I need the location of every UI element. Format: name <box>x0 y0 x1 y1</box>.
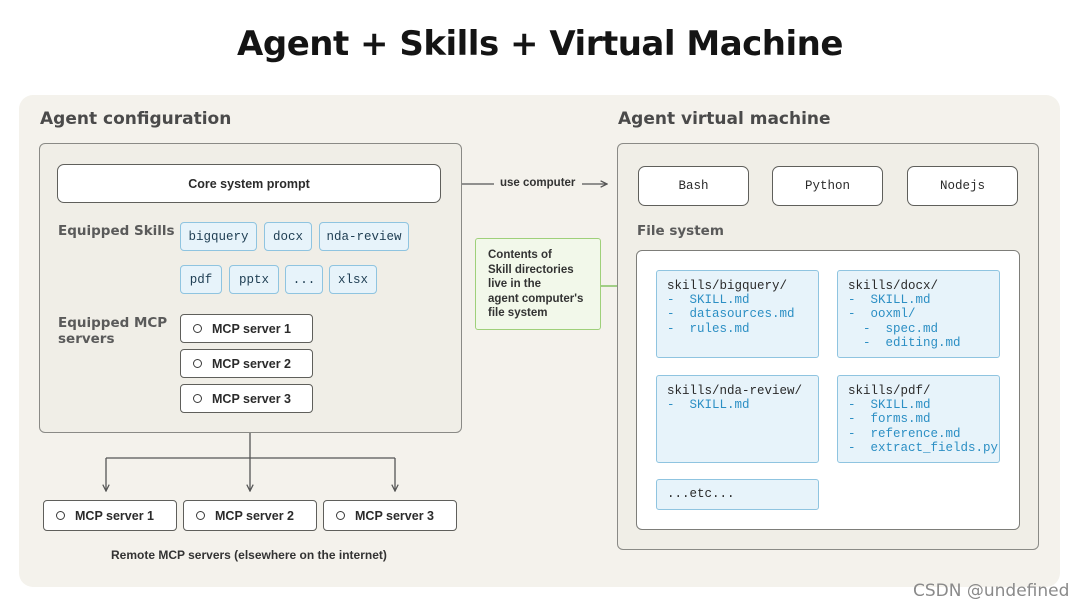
agent-config-label: Agent configuration <box>40 109 232 129</box>
server-circle-icon <box>56 511 65 520</box>
equipped-mcp-server-1: MCP server 1 <box>180 314 313 343</box>
core-system-prompt: Core system prompt <box>57 164 441 203</box>
vm-label: Agent virtual machine <box>618 109 831 129</box>
watermark: CSDN @undefined <box>913 581 1070 601</box>
dir-bigquery: skills/bigquery/ - SKILL.md - datasource… <box>656 270 819 358</box>
remote-mcp-server-2: MCP server 2 <box>183 500 317 531</box>
server-circle-icon <box>193 324 202 333</box>
skill-tag-docx: docx <box>264 222 312 251</box>
runtime-python: Python <box>772 166 883 206</box>
server-circle-icon <box>336 511 345 520</box>
skill-contents-note: Contents of Skill directories live in th… <box>475 238 601 330</box>
runtime-bash: Bash <box>638 166 749 206</box>
skill-tag-bigquery: bigquery <box>180 222 257 251</box>
equipped-skills-label: Equipped Skills <box>58 223 175 239</box>
remote-mcp-server-3: MCP server 3 <box>323 500 457 531</box>
skill-tag-pdf: pdf <box>180 265 222 294</box>
diagram-title: Agent + Skills + Virtual Machine <box>237 24 843 64</box>
dir-docx: skills/docx/ - SKILL.md - ooxml/ - spec.… <box>837 270 1000 358</box>
use-computer-label: use computer <box>500 177 576 189</box>
equipped-mcp-server-3: MCP server 3 <box>180 384 313 413</box>
skill-tag-xlsx: xlsx <box>329 265 377 294</box>
dir-etc: ...etc... <box>656 479 819 510</box>
runtime-nodejs: Nodejs <box>907 166 1018 206</box>
equipped-mcp-label: Equipped MCP servers <box>58 315 168 347</box>
server-circle-icon <box>196 511 205 520</box>
file-system-label: File system <box>637 223 724 239</box>
equipped-mcp-server-2: MCP server 2 <box>180 349 313 378</box>
dir-nda-review: skills/nda-review/ - SKILL.md <box>656 375 819 463</box>
remote-mcp-server-1: MCP server 1 <box>43 500 177 531</box>
skill-tag-ellipsis: ... <box>285 265 323 294</box>
server-circle-icon <box>193 394 202 403</box>
dir-pdf: skills/pdf/ - SKILL.md - forms.md - refe… <box>837 375 1000 463</box>
skill-tag-nda-review: nda-review <box>319 222 409 251</box>
skill-tag-pptx: pptx <box>229 265 279 294</box>
remote-mcp-label: Remote MCP servers (elsewhere on the int… <box>111 548 387 562</box>
server-circle-icon <box>193 359 202 368</box>
